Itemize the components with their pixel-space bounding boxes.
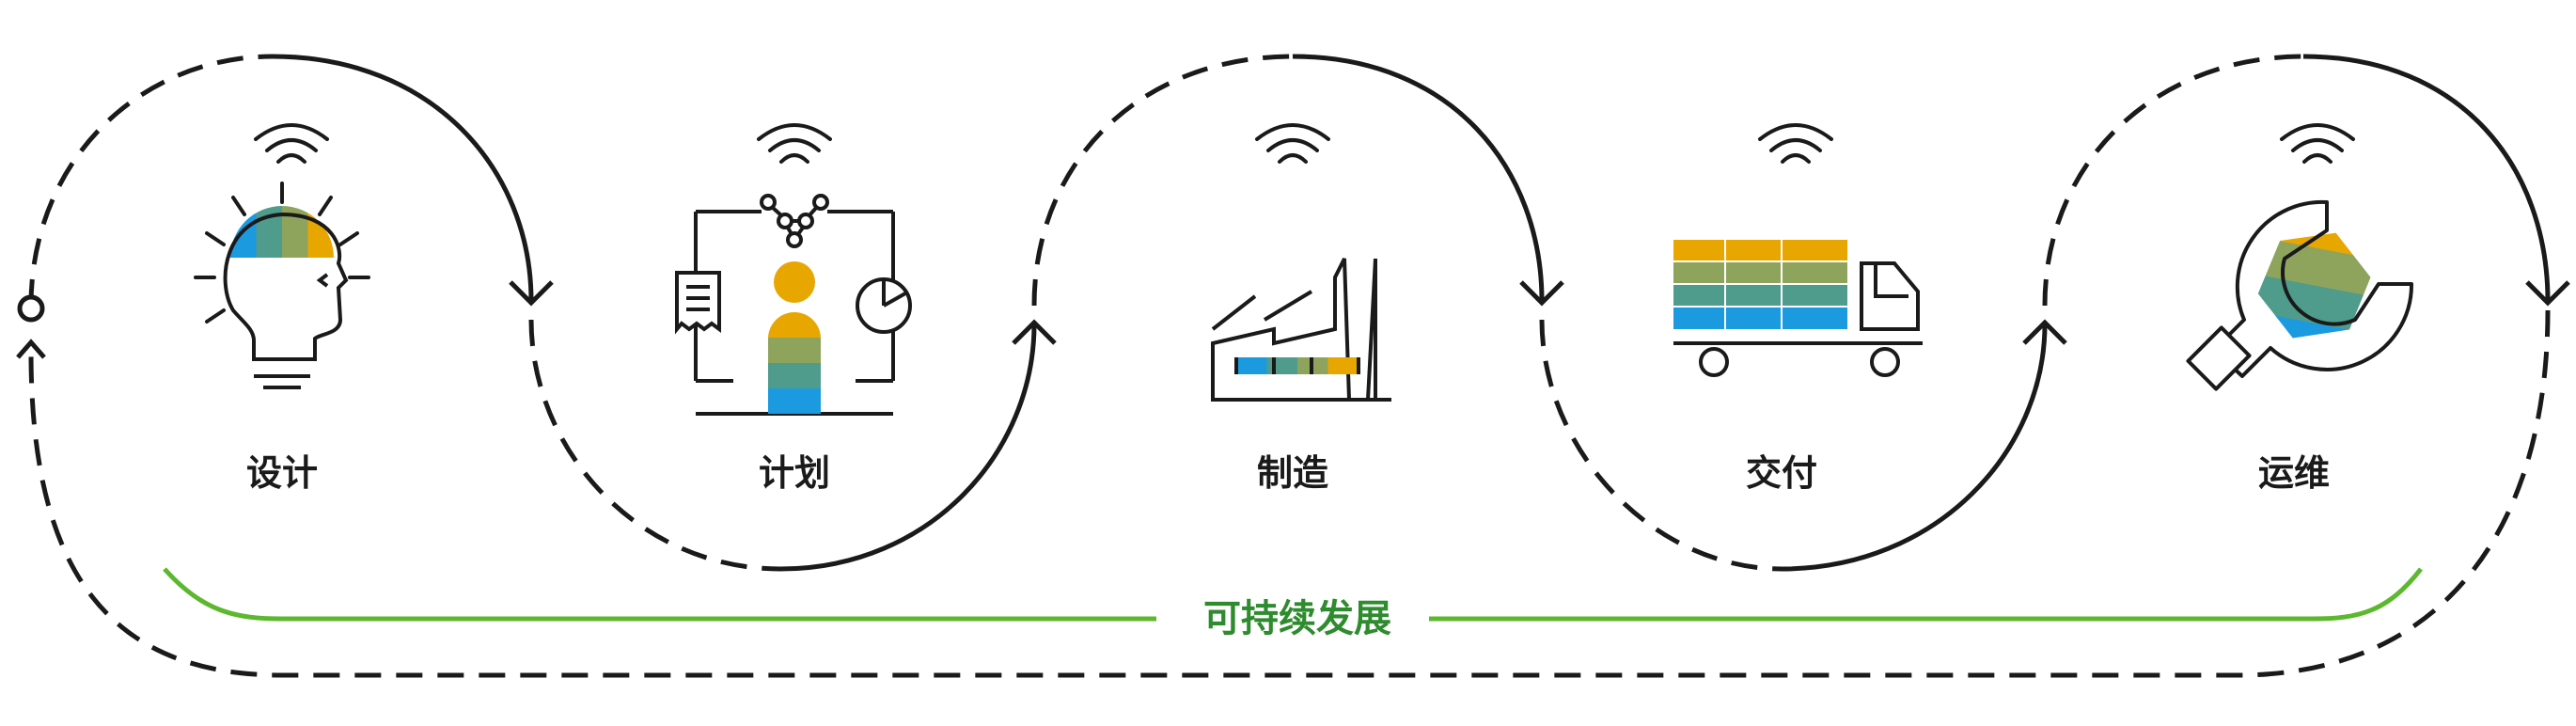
- stage-label-design: 设计: [245, 452, 318, 494]
- sustainability-arc: [163, 567, 2423, 622]
- wrench-icon: [2186, 199, 2414, 391]
- stage-label-planning: 计划: [758, 452, 830, 494]
- stage-label-manufacturing: 制造: [1256, 452, 1328, 494]
- planner-person-icon: [675, 194, 912, 416]
- stage-label-delivery: 交付: [1745, 452, 1817, 494]
- lightbulb-head-icon: [194, 182, 370, 389]
- lifecycle-loop: [16, 54, 2570, 678]
- sustainability-label: 可持续发展: [1203, 597, 1391, 640]
- stage-label-maintenance: 运维: [2257, 452, 2330, 494]
- factory-icon: [1211, 258, 1391, 402]
- wireless-signal-icon: [254, 123, 2355, 164]
- delivery-truck-icon: [1673, 240, 1923, 377]
